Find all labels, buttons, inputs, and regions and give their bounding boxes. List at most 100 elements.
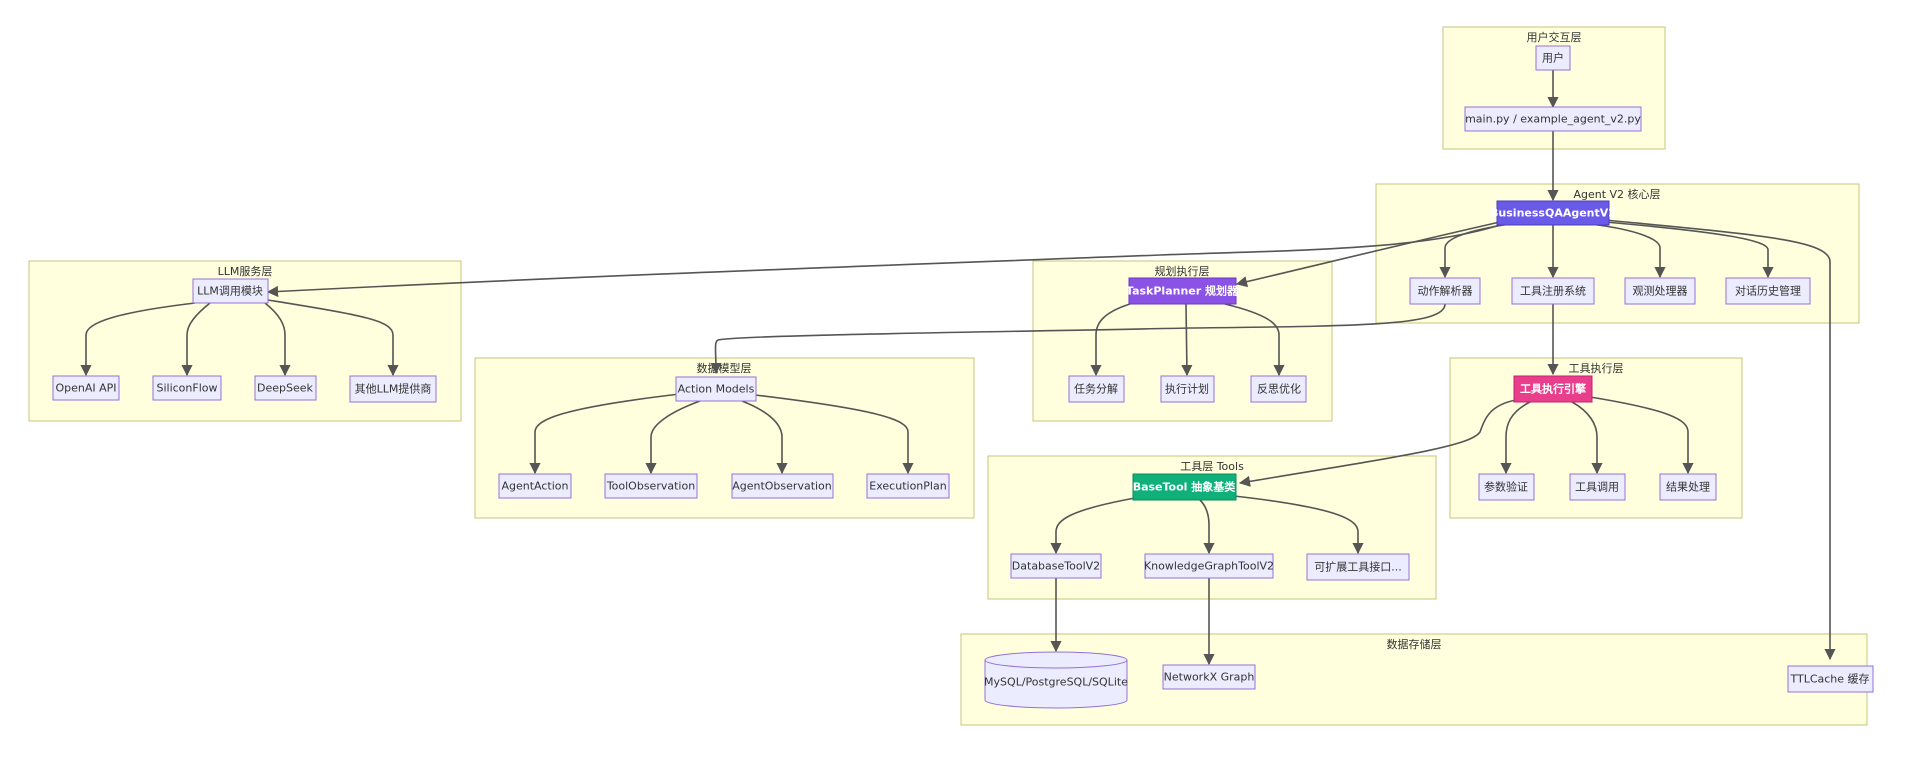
node-other-llm[interactable]: 其他LLM提供商 <box>349 375 437 403</box>
node-ext-tool[interactable]: 可扩展工具接口... <box>1306 553 1410 581</box>
edge-planner-execplan <box>1181 303 1193 377</box>
edge-agent-observation <box>1589 223 1666 279</box>
svg-text:BaseTool 抽象基类: BaseTool 抽象基类 <box>1133 480 1237 494</box>
svg-text:main.py / example_agent_v2.py: main.py / example_agent_v2.py <box>1465 113 1641 126</box>
svg-text:可扩展工具接口...: 可扩展工具接口... <box>1314 560 1402 574</box>
svg-text:AgentAction: AgentAction <box>501 480 568 493</box>
edge-models-agentobs <box>741 400 788 475</box>
node-decompose[interactable]: 任务分解 <box>1068 375 1125 403</box>
svg-text:NetworkX Graph: NetworkX Graph <box>1164 671 1255 684</box>
node-tool-registry[interactable]: 工具注册系统 <box>1511 277 1595 305</box>
edge-engine-param <box>1500 401 1531 475</box>
svg-text:参数验证: 参数验证 <box>1484 480 1528 494</box>
node-agent[interactable]: BusinessQAAgentV2 <box>1490 200 1616 226</box>
edge-planner-reflect <box>1224 303 1285 377</box>
node-agent-observation[interactable]: AgentObservation <box>731 473 834 499</box>
svg-text:MySQL/PostgreSQL/SQLite: MySQL/PostgreSQL/SQLite <box>984 676 1128 689</box>
node-tool-call[interactable]: 工具调用 <box>1569 473 1626 501</box>
edge-engine-basetool <box>1238 399 1517 487</box>
node-planner[interactable]: TaskPlanner 规划器 <box>1126 277 1239 305</box>
cluster-planning-layer-label: 规划执行层 <box>1155 264 1210 278</box>
cluster-user-layer-label: 用户交互层 <box>1527 30 1582 44</box>
node-siliconflow[interactable]: SiliconFlow <box>152 375 222 401</box>
node-networkx[interactable]: NetworkX Graph <box>1162 664 1256 690</box>
svg-text:工具调用: 工具调用 <box>1575 481 1619 494</box>
node-result-proc[interactable]: 结果处理 <box>1659 473 1717 501</box>
edge-planner-decompose <box>1090 303 1131 377</box>
svg-text:DatabaseToolV2: DatabaseToolV2 <box>1012 560 1100 573</box>
node-reflect[interactable]: 反思优化 <box>1250 375 1307 403</box>
node-db-tool[interactable]: DatabaseToolV2 <box>1010 553 1102 579</box>
svg-text:工具注册系统: 工具注册系统 <box>1520 284 1586 298</box>
edge-agent-llm <box>266 224 1501 298</box>
cluster-tool-exec-layer-label: 工具执行层 <box>1569 361 1624 375</box>
edge-basetool-ext <box>1233 495 1364 555</box>
svg-text:KnowledgeGraphToolV2: KnowledgeGraphToolV2 <box>1144 560 1274 573</box>
edge-llm-openai <box>80 302 196 377</box>
cluster-storage-layer: 数据存储层 <box>960 633 1868 726</box>
edge-agent-planner <box>1235 221 1501 288</box>
svg-text:ExecutionPlan: ExecutionPlan <box>869 480 946 493</box>
node-tool-observation[interactable]: ToolObservation <box>604 473 698 499</box>
cluster-storage-layer-label: 数据存储层 <box>1387 637 1442 651</box>
node-deepseek[interactable]: DeepSeek <box>254 375 317 401</box>
svg-text:OpenAI API: OpenAI API <box>55 382 116 395</box>
node-history[interactable]: 对话历史管理 <box>1725 277 1811 305</box>
svg-text:LLM调用模块: LLM调用模块 <box>197 285 263 298</box>
svg-text:TTLCache 缓存: TTLCache 缓存 <box>1789 672 1869 686</box>
svg-text:动作解析器: 动作解析器 <box>1418 284 1473 298</box>
node-basetool[interactable]: BaseTool 抽象基类 <box>1132 473 1237 501</box>
node-sql-db[interactable]: MySQL/PostgreSQL/SQLite <box>984 651 1128 709</box>
svg-text:执行计划: 执行计划 <box>1165 382 1209 396</box>
edge-llm-deepseek <box>264 302 291 377</box>
node-param-check[interactable]: 参数验证 <box>1478 473 1535 501</box>
node-main-py[interactable]: main.py / example_agent_v2.py <box>1464 106 1642 132</box>
node-exec-plan[interactable]: 执行计划 <box>1160 375 1215 403</box>
svg-text:结果处理: 结果处理 <box>1666 481 1710 494</box>
svg-text:其他LLM提供商: 其他LLM提供商 <box>355 382 432 396</box>
svg-text:用户: 用户 <box>1542 51 1564 65</box>
edge-models-toolobs <box>645 400 701 475</box>
cluster-agent-layer-label: Agent V2 核心层 <box>1573 187 1660 201</box>
cluster-tools-layer-label: 工具层 Tools <box>1180 460 1244 473</box>
cluster-model-layer-label: 数据模型层 <box>697 361 752 375</box>
node-action-parser[interactable]: 动作解析器 <box>1409 277 1481 305</box>
svg-text:反思优化: 反思优化 <box>1257 382 1301 396</box>
edge-agent-action-parser <box>1439 223 1511 279</box>
node-user[interactable]: 用户 <box>1535 45 1571 71</box>
svg-text:观测处理器: 观测处理器 <box>1633 285 1688 298</box>
svg-text:SiliconFlow: SiliconFlow <box>156 382 217 395</box>
edge-llm-siliconflow <box>181 302 211 377</box>
svg-text:任务分解: 任务分解 <box>1074 382 1118 396</box>
edge-llm-other <box>267 299 399 377</box>
node-agent-action[interactable]: AgentAction <box>498 473 572 499</box>
node-observation[interactable]: 观测处理器 <box>1624 277 1696 305</box>
edge-parser-models <box>710 303 1446 375</box>
edge-engine-result <box>1589 396 1694 475</box>
svg-text:TaskPlanner 规划器: TaskPlanner 规划器 <box>1126 284 1239 298</box>
edge-basetool-db <box>1050 497 1136 555</box>
node-action-models[interactable]: Action Models <box>675 376 757 402</box>
node-tool-engine[interactable]: 工具执行引擎 <box>1513 375 1593 403</box>
edges <box>80 70 1836 666</box>
svg-text:ToolObservation: ToolObservation <box>606 480 695 493</box>
svg-text:BusinessQAAgentV2: BusinessQAAgentV2 <box>1490 207 1616 220</box>
svg-text:Action Models: Action Models <box>678 383 755 396</box>
node-llm-module[interactable]: LLM调用模块 <box>192 278 269 304</box>
node-kg-tool[interactable]: KnowledgeGraphToolV2 <box>1144 553 1274 579</box>
svg-text:AgentObservation: AgentObservation <box>732 480 832 493</box>
node-ttl-cache[interactable]: TTLCache 缓存 <box>1787 665 1874 693</box>
node-openai[interactable]: OpenAI API <box>52 375 120 401</box>
edge-models-execplan <box>754 394 914 475</box>
edge-agent-ttl <box>1604 219 1836 661</box>
node-execution-plan[interactable]: ExecutionPlan <box>866 473 950 499</box>
svg-text:对话历史管理: 对话历史管理 <box>1735 284 1801 298</box>
svg-text:工具执行引擎: 工具执行引擎 <box>1520 382 1586 396</box>
edge-engine-toolcall <box>1571 401 1603 475</box>
svg-text:DeepSeek: DeepSeek <box>257 382 314 395</box>
cluster-llm-layer-label: LLM服务层 <box>218 265 273 278</box>
edge-basetool-kg <box>1199 499 1215 555</box>
edge-models-agentaction <box>529 393 681 475</box>
edge-agent-history <box>1604 221 1774 279</box>
